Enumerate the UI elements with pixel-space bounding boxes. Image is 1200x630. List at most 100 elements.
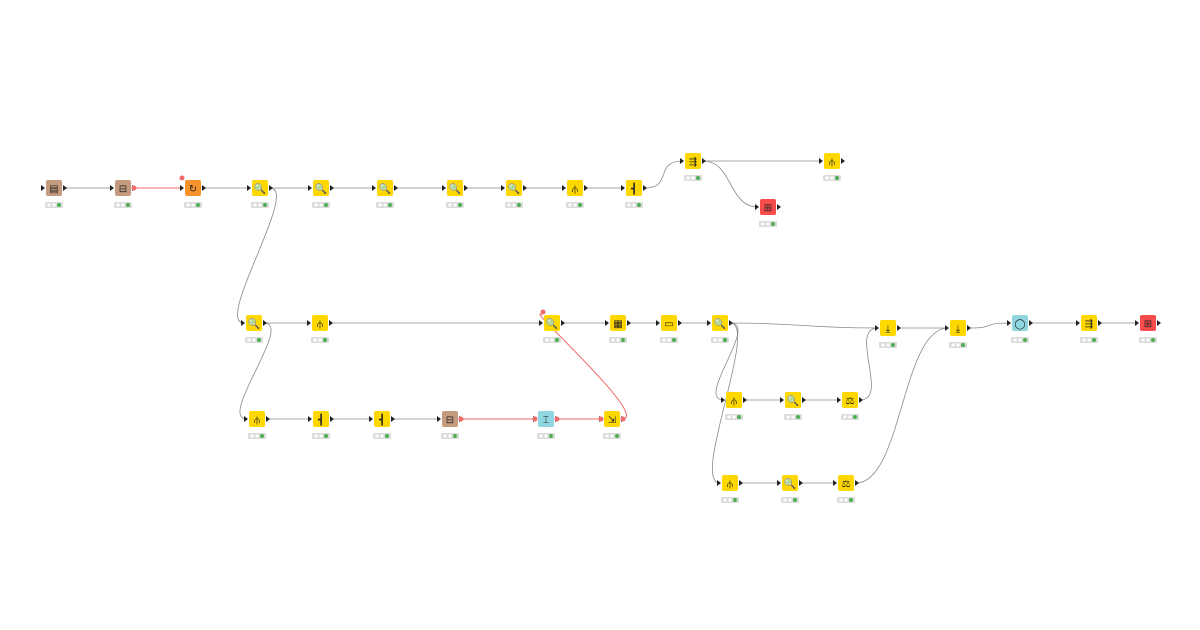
node-filter[interactable]: 🔍 (247, 180, 273, 208)
node-body[interactable] (604, 411, 620, 427)
node-variable-to-table[interactable]: ⇲ (599, 411, 625, 439)
input-port[interactable] (308, 416, 312, 422)
input-port[interactable] (241, 320, 245, 326)
input-port[interactable] (247, 185, 251, 191)
node-body[interactable] (610, 315, 626, 331)
node-merge[interactable]: ⤓ (945, 320, 971, 348)
output-port[interactable] (729, 320, 733, 326)
node-filter[interactable]: 🔍 (241, 315, 267, 343)
input-port[interactable] (717, 480, 721, 486)
node-body[interactable] (1012, 315, 1028, 331)
node-body[interactable] (626, 180, 642, 196)
node-column-split[interactable]: ⫛ (307, 315, 333, 343)
node-table-creator[interactable]: ⊟ (110, 180, 136, 208)
output-port[interactable] (330, 185, 334, 191)
input-port[interactable] (41, 185, 45, 191)
output-port[interactable] (464, 185, 468, 191)
input-port[interactable] (244, 416, 248, 422)
node-column-split[interactable]: ⫛ (717, 475, 743, 503)
input-port[interactable] (442, 185, 446, 191)
node-body[interactable] (312, 315, 328, 331)
data-connection[interactable] (859, 327, 879, 401)
node-body[interactable] (442, 411, 458, 427)
node-body[interactable] (115, 180, 131, 196)
node-body[interactable] (506, 180, 522, 196)
flow-variable-port[interactable] (620, 416, 626, 422)
node-balance[interactable]: ⚖ (837, 392, 863, 420)
input-port[interactable] (833, 480, 837, 486)
output-port[interactable] (523, 185, 527, 191)
output-port[interactable] (1157, 320, 1161, 326)
node-column-split[interactable]: ⫛ (562, 180, 588, 208)
node-filter[interactable]: 🔍 (777, 475, 803, 503)
node-body[interactable] (685, 153, 701, 169)
output-port[interactable] (329, 320, 333, 326)
flow-variable-port[interactable] (131, 185, 137, 191)
node-filter[interactable]: 🔍 (372, 180, 398, 208)
input-port[interactable] (437, 416, 441, 422)
output-port[interactable] (266, 416, 270, 422)
output-port[interactable] (859, 397, 863, 403)
flow-variable-port[interactable] (179, 175, 185, 181)
input-port[interactable] (369, 416, 373, 422)
input-port[interactable] (539, 320, 543, 326)
data-connection[interactable] (855, 327, 949, 484)
node-file-reader[interactable]: ▤ (41, 180, 67, 208)
output-port[interactable] (627, 320, 631, 326)
node-joiner[interactable]: ┫ (308, 411, 334, 439)
output-port[interactable] (702, 158, 706, 164)
node-filter[interactable]: 🔍 (442, 180, 468, 208)
output-port[interactable] (330, 416, 334, 422)
output-port[interactable] (802, 397, 806, 403)
node-merge[interactable]: ⤓ (875, 320, 901, 348)
output-port[interactable] (263, 320, 267, 326)
output-port[interactable] (841, 158, 845, 164)
input-port[interactable] (1007, 320, 1011, 326)
node-filter[interactable]: 🔍 (539, 315, 565, 343)
output-port[interactable] (394, 185, 398, 191)
output-port[interactable] (897, 325, 901, 331)
node-table-writer[interactable]: ⊞ (1135, 315, 1161, 343)
flow-variable-port[interactable] (458, 416, 464, 422)
node-column-split[interactable]: ⫛ (721, 392, 747, 420)
node-body[interactable] (313, 411, 329, 427)
input-port[interactable] (621, 185, 625, 191)
input-port[interactable] (308, 185, 312, 191)
output-port[interactable] (855, 480, 859, 486)
node-table[interactable]: ▦ (605, 315, 631, 343)
node-body[interactable] (185, 180, 201, 196)
input-port[interactable] (945, 325, 949, 331)
input-port[interactable] (1135, 320, 1139, 326)
flow-variable-port[interactable] (598, 416, 604, 422)
node-table-writer[interactable]: ⊞ (755, 199, 781, 227)
input-port[interactable] (780, 397, 784, 403)
data-connection[interactable] (729, 322, 879, 329)
node-body[interactable] (538, 411, 554, 427)
node-body[interactable] (661, 315, 677, 331)
input-port[interactable] (501, 185, 505, 191)
node-body[interactable] (374, 411, 390, 427)
input-port[interactable] (819, 158, 823, 164)
node-body[interactable] (1081, 315, 1097, 331)
node-filter[interactable]: 🔍 (780, 392, 806, 420)
node-body[interactable] (313, 180, 329, 196)
output-port[interactable] (561, 320, 565, 326)
input-port[interactable] (875, 325, 879, 331)
node-loop-start[interactable]: ↻ (180, 180, 206, 208)
output-port[interactable] (739, 480, 743, 486)
data-connection[interactable] (702, 160, 759, 208)
node-table-creator[interactable]: ⊟ (437, 411, 463, 439)
input-port[interactable] (656, 320, 660, 326)
node-body[interactable] (782, 475, 798, 491)
node-body[interactable] (447, 180, 463, 196)
input-port[interactable] (605, 320, 609, 326)
data-connection[interactable] (237, 187, 277, 324)
node-body[interactable] (838, 475, 854, 491)
data-connection[interactable] (643, 160, 684, 189)
input-port[interactable] (372, 185, 376, 191)
node-message[interactable]: ▭ (656, 315, 682, 343)
node-column-split[interactable]: ⫛ (244, 411, 270, 439)
node-body[interactable] (760, 199, 776, 215)
node-filter[interactable]: 🔍 (707, 315, 733, 343)
input-port[interactable] (721, 397, 725, 403)
